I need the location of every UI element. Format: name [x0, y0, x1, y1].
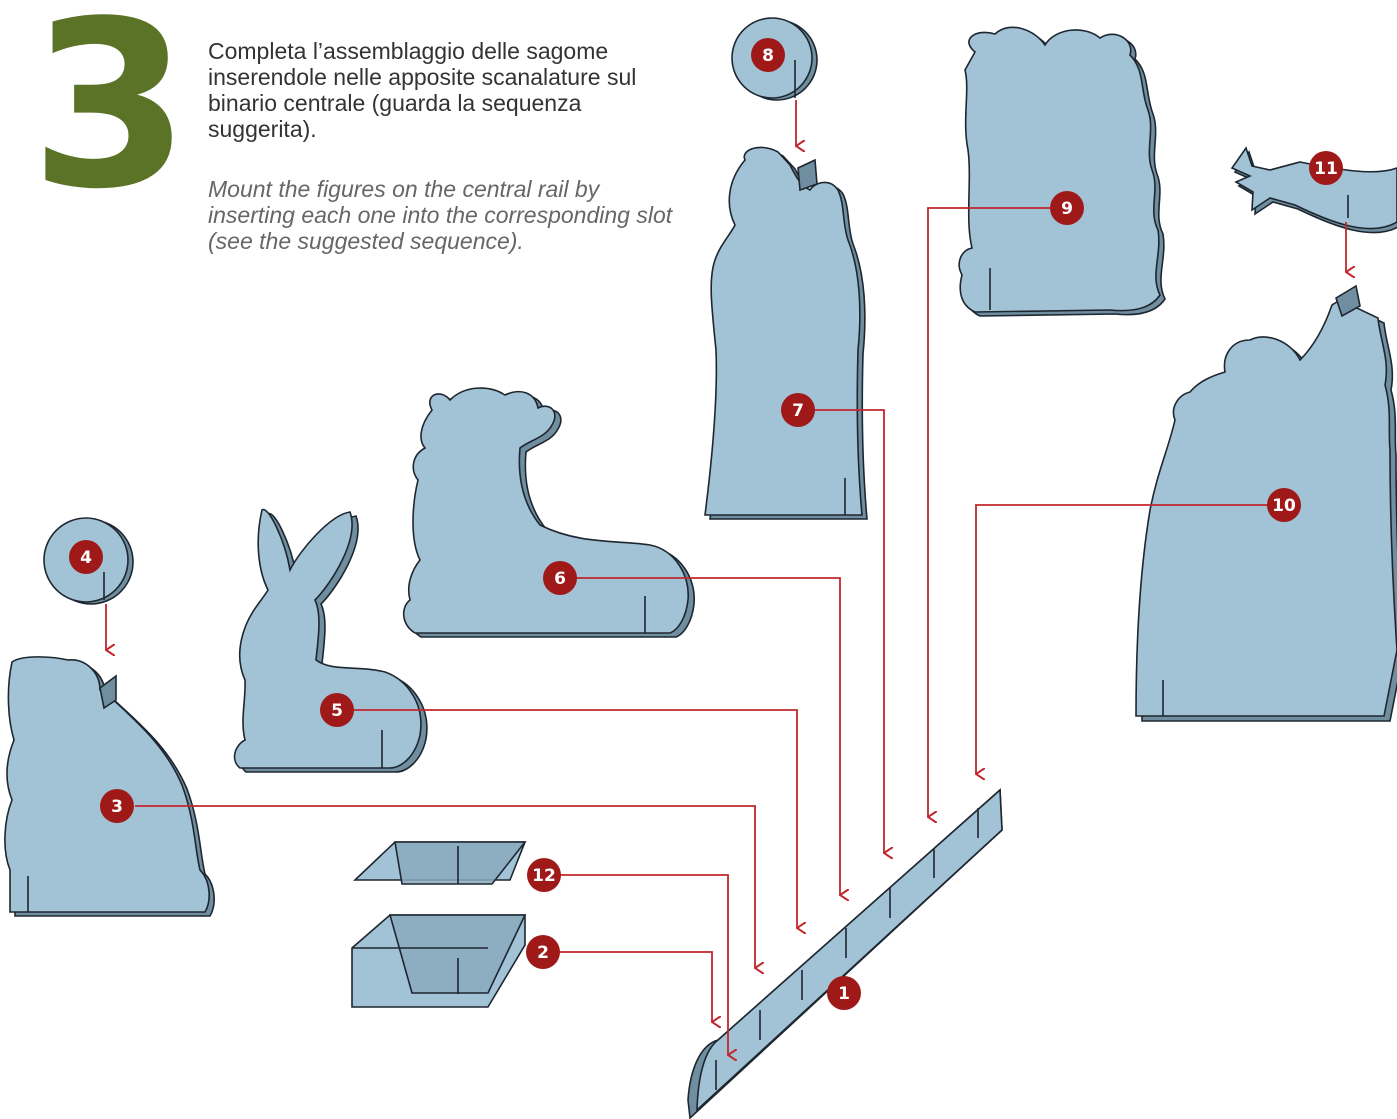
badge-circle	[320, 693, 354, 727]
badge-label: 2	[537, 943, 549, 963]
badge-label: 11	[1314, 159, 1338, 179]
badge-1: 1	[827, 976, 861, 1010]
badge-circle	[827, 976, 861, 1010]
badge-4: 4	[69, 540, 103, 574]
badge-3: 3	[100, 789, 134, 823]
badge-label: 4	[80, 548, 92, 568]
badge-9: 9	[1050, 191, 1084, 225]
badge-label: 7	[792, 401, 804, 421]
leader-lines	[106, 100, 1346, 1055]
badge-label: 8	[762, 46, 774, 66]
figure-12-manger-top	[352, 841, 527, 885]
leader-line-3	[800, 409, 884, 853]
badge-11: 11	[1309, 151, 1343, 185]
leader-line-6	[548, 874, 728, 1055]
badge-circle	[527, 858, 561, 892]
badge-2: 2	[526, 935, 560, 969]
badge-7: 7	[781, 393, 815, 427]
badge-circle	[100, 789, 134, 823]
badge-label: 10	[1272, 496, 1296, 516]
badge-label: 6	[554, 569, 566, 589]
figure-2-manger-base	[351, 914, 527, 1008]
instruction-italian: Completa l’assemblaggio delle sagome ins…	[208, 38, 637, 142]
badge-8: 8	[751, 38, 785, 72]
badge-10: 10	[1267, 488, 1301, 522]
badge-circle	[543, 561, 577, 595]
badge-label: 5	[331, 701, 343, 721]
figure-10-tall-figure	[1135, 284, 1397, 722]
badge-5: 5	[320, 693, 354, 727]
figure-1-rail	[687, 788, 1003, 1119]
figure-9-cloud	[958, 26, 1166, 317]
leader-line-4	[928, 207, 1068, 817]
step-number: 3	[30, 0, 190, 240]
leader-line-7	[548, 951, 712, 1022]
badge-circle	[526, 935, 560, 969]
badge-circle	[69, 540, 103, 574]
badge-label: 1	[838, 984, 850, 1004]
badge-circle	[751, 38, 785, 72]
figure-5-donkey	[233, 508, 428, 773]
leader-line-2	[562, 577, 840, 895]
badge-12: 12	[527, 858, 561, 892]
figure-6-sheep	[402, 387, 695, 638]
badge-label: 9	[1061, 199, 1073, 219]
figure-3-kneeling-figure	[4, 656, 215, 917]
badge-label: 3	[111, 797, 123, 817]
leader-line-5	[976, 504, 1285, 774]
badge-6: 6	[543, 561, 577, 595]
leader-line-1	[340, 709, 797, 928]
badge-circle	[1267, 488, 1301, 522]
badge-circle	[781, 393, 815, 427]
figure-7-standing-figure	[704, 146, 868, 520]
badge-label: 12	[532, 866, 556, 886]
leader-line-0	[135, 805, 755, 968]
instruction-english: Mount the figures on the central rail by…	[208, 176, 673, 254]
badge-circle	[1050, 191, 1084, 225]
badge-circle	[1309, 151, 1343, 185]
